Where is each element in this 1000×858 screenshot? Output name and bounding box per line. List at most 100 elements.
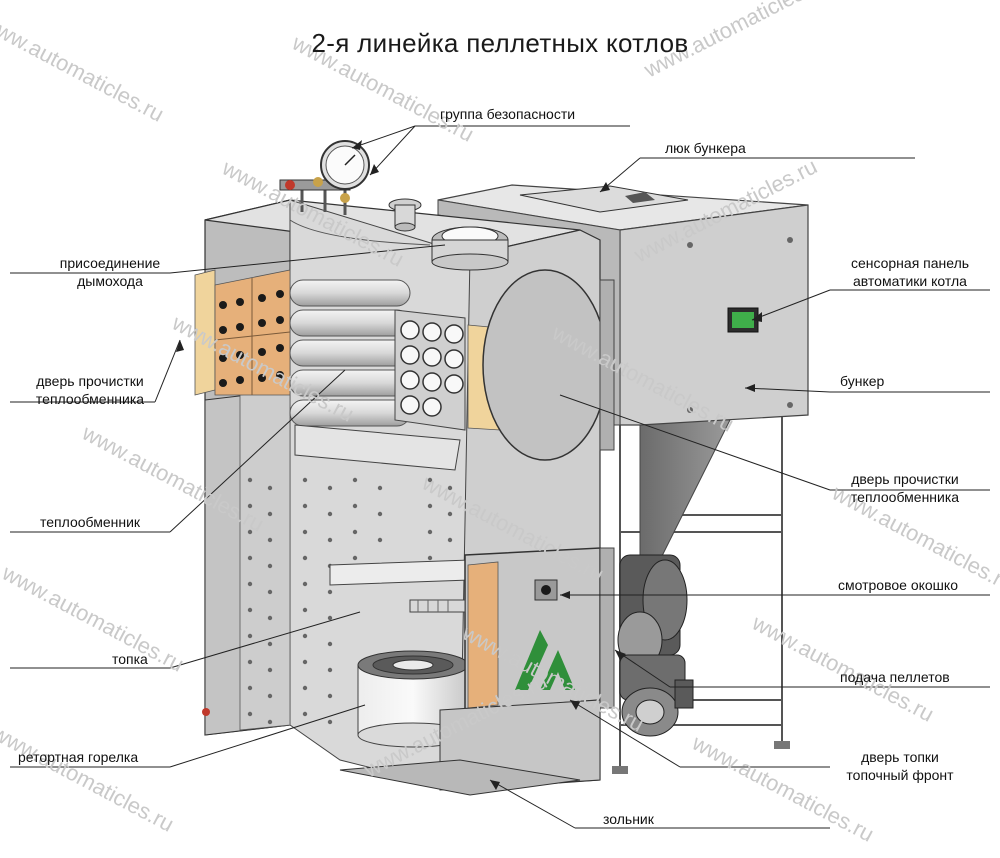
rivet: [267, 537, 273, 543]
rivet: [352, 477, 358, 483]
heat-exchanger-tubes: [289, 279, 411, 427]
baffle-plate: [294, 424, 461, 471]
pellet-feeder: [617, 554, 694, 737]
rivet: [302, 555, 308, 561]
label-chimney: присоединение дымохода: [20, 254, 200, 290]
label-firebox-door-line2: топочный фронт: [846, 767, 954, 783]
rivet: [377, 485, 383, 491]
rivet: [327, 667, 333, 673]
rivet: [302, 607, 308, 613]
rivet: [267, 563, 273, 569]
logo-icon: [515, 630, 548, 690]
safety-group: [279, 140, 370, 215]
label-chimney-line2: дымохода: [77, 273, 143, 289]
rivet: [247, 503, 253, 509]
bunker-hatch: [519, 185, 689, 213]
rivet: [302, 529, 308, 535]
rivet: [247, 711, 253, 717]
rivet: [267, 641, 273, 647]
rivet: [267, 511, 273, 517]
rivet: [267, 485, 273, 491]
rivet: [302, 659, 308, 665]
rivet: [427, 477, 433, 483]
rivet: [247, 659, 253, 665]
label-touch-panel-line2: автоматики котла: [853, 273, 967, 289]
rivet: [267, 719, 273, 725]
rivet: [352, 529, 358, 535]
rivet: [247, 607, 253, 613]
label-firebox-door-line1: дверь топки: [861, 749, 939, 765]
rivet: [447, 511, 453, 517]
rivet: [327, 693, 333, 699]
label-hx-door-left-line2: теплообменника: [35, 391, 145, 407]
rivet: [327, 511, 333, 517]
bunker-hopper: [639, 419, 731, 561]
label-hx-door-right: дверь прочистки теплообменника: [820, 470, 990, 506]
tube-sheet: [394, 309, 466, 431]
label-ash-pan: зольник: [603, 811, 654, 827]
rivet: [327, 719, 333, 725]
rivet: [447, 537, 453, 543]
hx-door-hinge: [599, 279, 615, 451]
chimney-connection: [431, 226, 509, 271]
leader-lines: [10, 125, 990, 829]
label-heat-exchanger: теплообменник: [40, 514, 141, 530]
label-retort-burner: ретортная горелка: [18, 749, 139, 765]
rivet: [267, 693, 273, 699]
rivet: [427, 503, 433, 509]
rivet: [377, 537, 383, 543]
label-firebox-door: дверь топки топочный фронт: [820, 748, 980, 784]
label-hx-door-left-line1: дверь прочистки: [36, 373, 144, 389]
rivet: [247, 685, 253, 691]
safety-valve-icon: [285, 180, 295, 190]
firebox-door: [464, 547, 615, 711]
label-bunker: бункер: [840, 373, 885, 389]
label-hx-door-left: дверь прочистки теплообменника: [5, 372, 175, 408]
rivet: [327, 537, 333, 543]
rivet: [327, 485, 333, 491]
rivet: [427, 529, 433, 535]
rivet: [247, 581, 253, 587]
rivet: [247, 555, 253, 561]
top-outlet: [388, 198, 422, 232]
touch-panel-screen: [732, 312, 754, 328]
rivet: [302, 581, 308, 587]
label-hx-door-right-line2: теплообменника: [850, 489, 960, 505]
rivet: [327, 615, 333, 621]
rivet: [302, 477, 308, 483]
rivet: [327, 589, 333, 595]
ash-pan: [339, 759, 581, 796]
rivet: [267, 615, 273, 621]
frame-foot-icon: [612, 766, 628, 774]
rivet: [247, 633, 253, 639]
rivet: [302, 685, 308, 691]
rivet: [247, 529, 253, 535]
insulation-left-holes: [219, 290, 284, 387]
label-bunker-hatch: люк бункера: [665, 140, 746, 156]
insulation-left: [194, 269, 291, 396]
rivet: [377, 511, 383, 517]
label-safety-group: группа безопасности: [440, 106, 576, 122]
rivet: [352, 555, 358, 561]
label-touch-panel-line1: сенсорная панель: [850, 255, 970, 271]
rivet: [352, 503, 358, 509]
rivet: [447, 485, 453, 491]
label-touch-panel: сенсорная панель автоматики котла: [820, 254, 1000, 290]
rivet: [267, 667, 273, 673]
rivet: [247, 477, 253, 483]
label-hx-door-right-line1: дверь прочистки: [851, 471, 959, 487]
rivet: [267, 589, 273, 595]
rivet: [327, 641, 333, 647]
rivet: [427, 555, 433, 561]
frame-foot-icon: [774, 741, 790, 749]
rivet: [302, 711, 308, 717]
page-title: 2-я линейка пеллетных котлов: [311, 28, 689, 58]
pellet-screw: [409, 599, 466, 613]
firebox-shelf: [329, 559, 471, 586]
label-firebox: топка: [112, 651, 148, 667]
leader-arrows: [176, 140, 762, 790]
rivet: [302, 503, 308, 509]
label-pellet-feed: подача пеллетов: [840, 669, 950, 685]
